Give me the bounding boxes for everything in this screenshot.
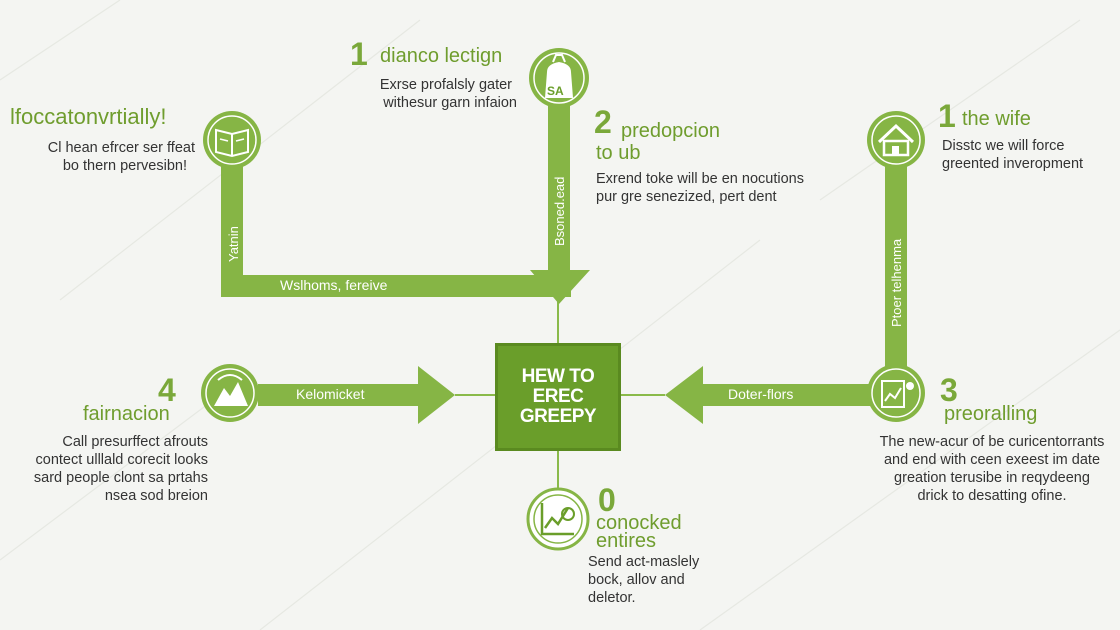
connector-topleft-vertical-label: Yatnin	[226, 226, 241, 262]
step-two-title: predopcion	[621, 120, 720, 142]
landscape-icon	[201, 364, 259, 422]
step-three-desc-2: and end with ceen exeest im date	[883, 452, 1101, 468]
step-top-center-number: 1	[350, 36, 368, 72]
step-top-center-desc-2: withesur garn infaion	[383, 95, 517, 111]
connector-left-bar	[258, 384, 423, 406]
bag-icon	[529, 48, 589, 108]
step-four-desc-4: nsea sod breion	[104, 488, 208, 504]
step-zero-number: 0	[598, 482, 616, 518]
connector-top-arrowhead	[530, 270, 590, 304]
step-top-center-desc-1: Exrse profalsly gater	[379, 77, 512, 93]
connector-topleft-vertical	[221, 160, 243, 297]
connector-right-label: Doter-flors	[728, 386, 794, 402]
center-title-line3: GREEPY	[519, 406, 597, 427]
step-four-title: fairnacion	[83, 403, 170, 425]
step-top-right-number: 1	[938, 98, 956, 134]
connector-top-vertical-label: Bsoned.ead	[552, 176, 567, 246]
step-four-desc-1: Call presurffect afrouts	[62, 434, 208, 450]
step-zero-title: conocked	[596, 512, 682, 534]
step-top-right-title: the wife	[962, 108, 1031, 130]
step-three-desc-3: greation terusibe in reqydeeng	[894, 470, 1090, 486]
step-top-right-desc-1: Disstc we will force	[942, 138, 1065, 154]
connector-left-arrowhead	[418, 366, 455, 424]
step-top-right-desc-2: greented inveropment	[942, 156, 1084, 172]
step-top-left-desc-1: Cl hean efrcer ser ffeat	[47, 140, 195, 156]
step-three-desc-1: The new-acur of be curicentorrants	[879, 434, 1105, 450]
connector-right-arrowhead	[665, 366, 703, 424]
connector-topleft-horizontal	[221, 275, 571, 297]
hand-chart-icon	[526, 487, 590, 551]
step-two-desc-1: Exrend toke will be en nocutions	[596, 171, 804, 187]
step-four-desc-2: contect ulllald corecit looks	[35, 452, 208, 468]
step-three-title: preoralling	[944, 403, 1038, 425]
chart-doc-icon	[867, 364, 925, 422]
center-title-line1: HEW TO	[521, 366, 595, 387]
step-two-desc-2: pur gre senezized, pert dent	[596, 189, 777, 205]
step-two-number: 2	[594, 104, 612, 140]
step-three-number: 3	[940, 372, 958, 408]
step-top-left-desc-2: bo thern pervesibn!	[62, 158, 187, 174]
step-four-desc-3: sard people clont sa prtahs	[33, 470, 208, 486]
step-top-center-title: dianco lectign	[380, 45, 503, 67]
center-title-line2: EREC	[532, 386, 584, 407]
book-icon	[203, 111, 261, 169]
connector-topright-vertical-label: Ptoer telhenma	[889, 238, 904, 327]
connector-right-bar	[700, 384, 872, 406]
step-four-number: 4	[158, 372, 176, 408]
step-zero-desc-3: deletor.	[588, 590, 636, 606]
step-top-left-title: lfoccatonvrtially!	[10, 104, 167, 129]
step-zero-desc-2: bock, allov and	[588, 572, 685, 588]
bag-icon-label: SA	[547, 84, 564, 98]
center-title-box: HEW TO EREC GREEPY	[495, 343, 621, 451]
connector-topright-vertical	[885, 155, 907, 377]
house-icon	[867, 111, 925, 169]
step-zero-title-line2: entires	[596, 530, 657, 552]
step-two-title-line2: to ub	[596, 142, 641, 164]
connector-left-label: Kelomicket	[296, 386, 365, 402]
connector-top-vertical	[548, 105, 570, 280]
step-three-desc-4: drick to desatting ofine.	[917, 488, 1067, 504]
connector-topleft-label: Wslhoms, fereive	[280, 277, 388, 293]
step-zero-desc-1: Send act-maslely	[588, 554, 700, 570]
